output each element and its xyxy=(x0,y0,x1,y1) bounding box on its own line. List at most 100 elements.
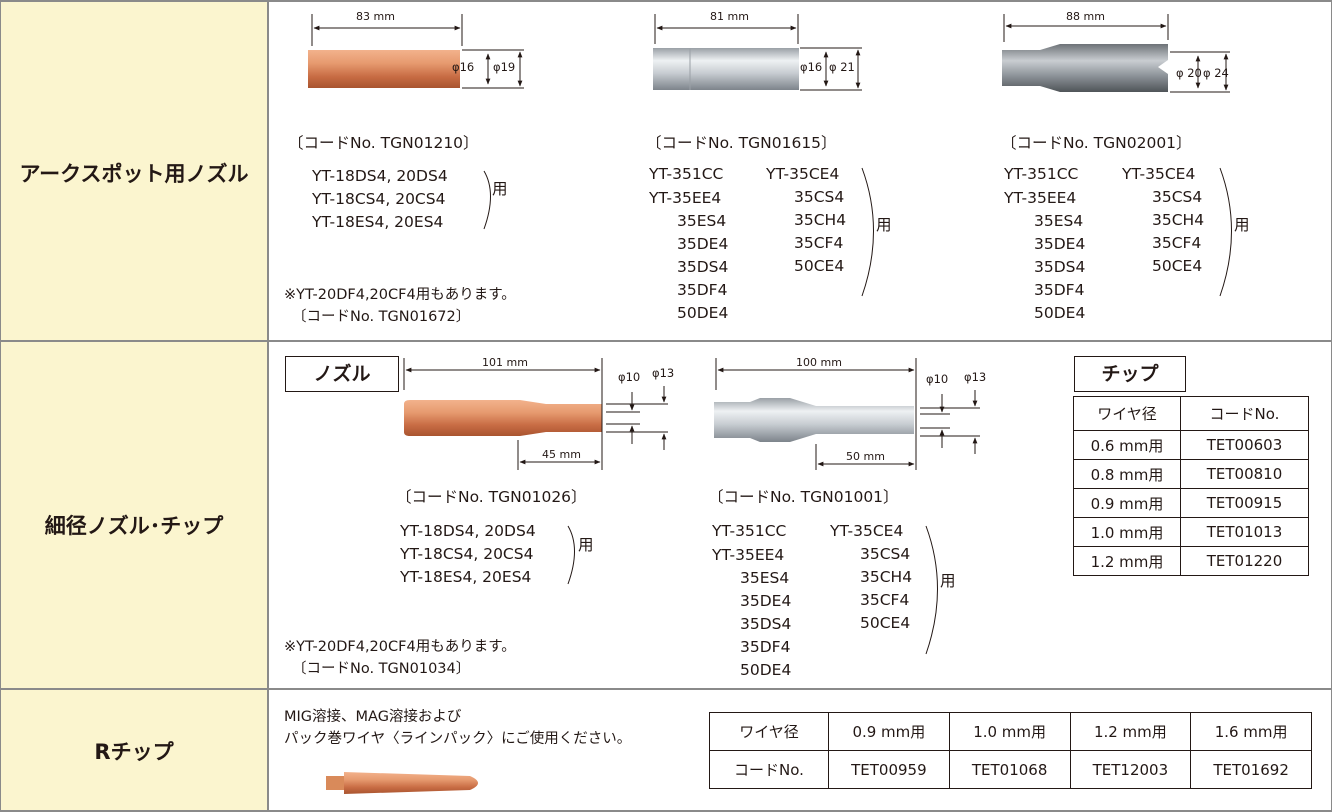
label-cell-arc-spot xyxy=(0,0,268,341)
tip-code-cell: TET00915 xyxy=(1180,488,1309,518)
model-line: 35DE4 xyxy=(1034,235,1086,253)
tip-box-label: チップ xyxy=(1074,356,1186,392)
table-row: 1.0 mm用 TET01013 xyxy=(1073,517,1309,547)
r-tip-table: ワイヤ径 0.9 mm用 1.0 mm用 1.2 mm用 1.6 mm用 コード… xyxy=(709,712,1312,789)
label-cell-fine xyxy=(0,342,268,689)
grid-line-left xyxy=(0,0,1,812)
model-line: 35CS4 xyxy=(860,545,911,563)
table-row: 1.2 mm用 TET01220 xyxy=(1073,546,1309,576)
nozzle-image-tgn02001 xyxy=(1002,44,1168,92)
model-line: 50DE4 xyxy=(1034,304,1086,322)
dim-phi-inner-tgn01026: φ10 xyxy=(618,370,641,384)
use-mark: 用 xyxy=(1234,216,1250,234)
model-line: 35CS4 xyxy=(794,188,845,206)
tip-table-header: ワイヤ径 コードNo. xyxy=(1073,396,1309,431)
model-line: 35DF4 xyxy=(1034,281,1085,299)
code-tgn02001: 〔コードNo. TGN02001〕 xyxy=(1001,134,1192,152)
tip-code-cell: TET00810 xyxy=(1180,459,1309,489)
model-line: 35CF4 xyxy=(860,591,910,609)
use-mark: 用 xyxy=(940,572,956,590)
r-tip-size-cell: 1.0 mm用 xyxy=(948,712,1071,751)
tip-wire-cell: 0.6 mm用 xyxy=(1073,430,1181,460)
grid-line-row1 xyxy=(0,340,1332,342)
table-row: 0.6 mm用 TET00603 xyxy=(1073,430,1309,460)
model-line: 35CH4 xyxy=(860,568,913,586)
table-row: コードNo. TET00959 TET01068 TET12003 TET016… xyxy=(709,750,1312,789)
nozzle-image-tgn01615 xyxy=(653,48,799,90)
dim-length-tgn01001: 100 mm xyxy=(796,356,842,369)
r-tip-size-cell: 1.2 mm用 xyxy=(1069,712,1192,751)
r-tip-image xyxy=(344,772,478,794)
model-line: 35CH4 xyxy=(1152,211,1205,229)
r-tip-code-cell: TET01692 xyxy=(1190,750,1312,789)
dim-length-tgn02001: 88 mm xyxy=(1066,10,1105,23)
r-tip-header-wire: ワイヤ径 xyxy=(709,712,829,751)
r-tip-size-cell: 0.9 mm用 xyxy=(828,712,950,751)
row-label-r-tip: Rチップ xyxy=(94,740,174,764)
row-label-fine: 細径ノズル･チップ xyxy=(44,514,224,538)
tip-code-cell: TET01013 xyxy=(1180,517,1309,547)
model-line: 50CE4 xyxy=(794,257,845,275)
tip-table: ワイヤ径 コードNo. 0.6 mm用 TET00603 0.8 mm用 TET… xyxy=(1073,396,1309,576)
grid-line-row2 xyxy=(0,688,1332,690)
dim-phi-inner-tgn01615: φ16 xyxy=(800,60,823,74)
code-tgn01026: 〔コードNo. TGN01026〕 xyxy=(396,488,587,506)
nozzle-image-tgn01026 xyxy=(404,400,602,436)
tip-code-cell: TET00603 xyxy=(1180,430,1309,460)
model-line: 35DE4 xyxy=(677,235,729,253)
r-tip-size-cell: 1.6 mm用 xyxy=(1190,712,1312,751)
model-line: 35DF4 xyxy=(677,281,728,299)
use-mark: 用 xyxy=(578,536,594,554)
model-line: 50DE4 xyxy=(677,304,729,322)
model-line: 35DS4 xyxy=(677,258,729,276)
grid-line-bottom xyxy=(0,810,1332,812)
dim-phi-outer-tgn01615: φ 21 xyxy=(829,60,855,74)
model-line: YT-18DS4, 20DS4 xyxy=(400,522,536,540)
model-line: 35ES4 xyxy=(1034,212,1084,230)
model-line: YT-18ES4, 20ES4 xyxy=(400,568,532,586)
tip-code-cell: TET01220 xyxy=(1180,546,1309,576)
model-line: 35CF4 xyxy=(1152,234,1202,252)
table-row: ワイヤ径 0.9 mm用 1.0 mm用 1.2 mm用 1.6 mm用 xyxy=(709,712,1312,751)
r-tip-thread xyxy=(326,776,344,790)
model-line: YT-35EE4 xyxy=(649,189,722,207)
note-line: ※YT-20DF4,20CF4用もあります。 xyxy=(284,287,516,303)
r-tip-code-cell: TET00959 xyxy=(828,750,950,789)
model-line: 35CH4 xyxy=(794,211,847,229)
label-cell-r-tip xyxy=(0,690,268,812)
r-tip-header-code: コードNo. xyxy=(709,750,829,789)
tip-wire-cell: 0.8 mm用 xyxy=(1073,459,1181,489)
r-tip-code-cell: TET01068 xyxy=(948,750,1071,789)
r-tip-code-cell: TET12003 xyxy=(1069,750,1192,789)
model-line: YT-18CS4, 20CS4 xyxy=(400,545,534,563)
model-line: 35CF4 xyxy=(794,234,844,252)
model-line: 35DE4 xyxy=(740,592,792,610)
table-row: 0.9 mm用 TET00915 xyxy=(1073,488,1309,518)
model-line: YT-35EE4 xyxy=(1004,189,1077,207)
dim-phi-outer-tgn02001: φ 24 xyxy=(1203,66,1229,80)
model-line: YT-35EE4 xyxy=(712,546,785,564)
model-line: YT-18CS4, 20CS4 xyxy=(312,190,446,208)
dim-phi-inner-tgn01210: φ16 xyxy=(452,60,475,74)
model-line: 35DS4 xyxy=(1034,258,1086,276)
dim-sub-length-tgn01026: 45 mm xyxy=(542,448,581,461)
note-code: 〔コードNo. TGN01672〕 xyxy=(292,309,471,325)
table-row: 0.8 mm用 TET00810 xyxy=(1073,459,1309,489)
model-line: YT-35CE4 xyxy=(830,522,904,540)
model-line: 35DS4 xyxy=(740,615,792,633)
dim-phi-outer-tgn01001: φ13 xyxy=(964,370,987,384)
code-tgn01001: 〔コードNo. TGN01001〕 xyxy=(708,488,899,506)
model-line: 50CE4 xyxy=(860,614,911,632)
dim-length-tgn01210: 83 mm xyxy=(356,10,395,23)
tip-wire-cell: 1.0 mm用 xyxy=(1073,517,1181,547)
r-tip-desc-line2: パック巻ワイヤ〈ラインパック〉にご使用ください。 xyxy=(284,731,632,747)
tip-header-wire: ワイヤ径 xyxy=(1073,396,1181,431)
model-line: YT-351CC xyxy=(649,165,724,183)
r-tip-desc-line1: MIG溶接、MAG溶接および xyxy=(284,709,462,725)
nozzle-box-label: ノズル xyxy=(285,356,399,392)
model-line: YT-35CE4 xyxy=(1122,165,1196,183)
dim-phi-outer-tgn01210: φ19 xyxy=(493,60,516,74)
model-line: YT-35CE4 xyxy=(766,165,840,183)
note-line: ※YT-20DF4,20CF4用もあります。 xyxy=(284,639,516,655)
